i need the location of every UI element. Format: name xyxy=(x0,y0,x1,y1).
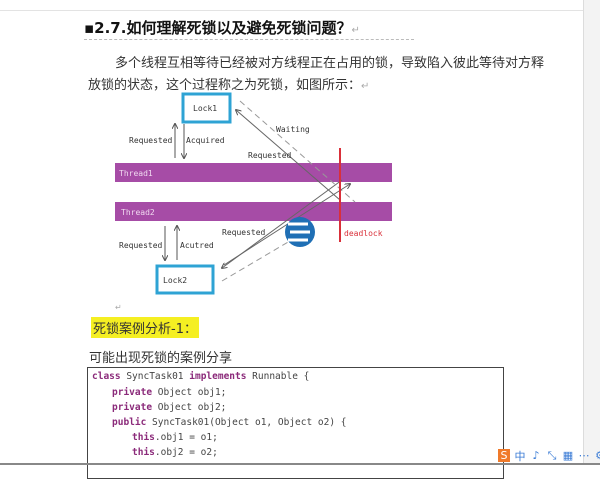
ime-more-icon[interactable]: ⋯ xyxy=(578,449,590,462)
lock2-acquired-label: Acutred xyxy=(180,241,214,250)
waiting-label: Waiting xyxy=(276,125,310,134)
requested-lock2-arrow xyxy=(222,179,343,268)
lock2-requested-label: Requested xyxy=(119,241,163,250)
paragraph-line-1: 多个线程互相等待已经被对方线程正在占用的锁，导致陷入彼此等待对方释 xyxy=(115,56,545,71)
code-line: this.obj2 = o2; xyxy=(132,447,218,458)
page-top-edge xyxy=(0,10,583,11)
lock2-label: Lock2 xyxy=(163,276,187,285)
code-line: public SyncTask01(Object o1, Object o2) … xyxy=(112,417,347,428)
heading-divider xyxy=(84,39,414,40)
heading-text: 2.7.如何理解死锁以及避免死锁问题？ xyxy=(94,19,352,37)
subtitle: 可能出现死锁的案例分享 xyxy=(89,351,233,366)
ime-keyboard-icon[interactable]: ▦ xyxy=(562,449,574,462)
requested-cross-label-1: Requested xyxy=(248,151,292,160)
ime-settings-icon[interactable]: ⚙ xyxy=(594,449,600,462)
thread2-label: Thread2 xyxy=(121,208,155,217)
scrollbar[interactable] xyxy=(583,0,600,465)
lock1-acquired-label: Acquired xyxy=(186,136,225,145)
section-label-highlight: 死锁案例分析-1： xyxy=(91,317,199,338)
code-line: private Object obj2; xyxy=(112,402,227,413)
lock1-requested-label: Requested xyxy=(129,136,173,145)
lock2-box xyxy=(155,264,215,295)
waiting-dashed-line xyxy=(239,100,356,203)
thread2-bar xyxy=(115,202,392,221)
deadlock-diagram: Lock1 Lock2 Thread1 Thread2 Requested Ac… xyxy=(115,92,392,310)
thread1-label: Thread1 xyxy=(119,169,153,178)
section-heading: ▪2.7.如何理解死锁以及避免死锁问题？↵ xyxy=(84,19,360,37)
ime-toolbar[interactable]: S 中 ♪ ⤡ ▦ ⋯ ⚙ xyxy=(498,448,600,463)
lock1-box xyxy=(181,92,232,124)
waiting-dashed-line-2 xyxy=(221,234,301,282)
code-line: this.obj1 = o1; xyxy=(132,432,218,443)
ime-logo-icon[interactable]: S xyxy=(498,449,510,462)
code-line: class SyncTask01 implements Runnable { xyxy=(92,371,310,382)
paragraph-line-2-text: 放锁的状态，这个过程称之为死锁，如图所示： xyxy=(88,78,362,93)
ime-chinese-mode-icon[interactable]: 中 xyxy=(514,449,526,463)
thread1-bar xyxy=(115,163,392,182)
requested-cross-label-2: Requested xyxy=(222,228,266,237)
ime-emoji-icon[interactable]: ⤡ xyxy=(547,448,557,462)
paragraph-mark: ↵ xyxy=(115,303,122,310)
deadlock-label: deadlock xyxy=(344,229,383,238)
ime-punctuation-icon[interactable]: ♪ xyxy=(532,449,540,462)
lock1-label: Lock1 xyxy=(193,104,217,113)
code-line: private Object obj1; xyxy=(112,387,227,398)
watermark-logo-icon xyxy=(285,217,315,247)
window-bottom-border xyxy=(0,463,600,465)
paragraph-line-2: 放锁的状态，这个过程称之为死锁，如图所示：↵ xyxy=(88,78,370,93)
thread2-requested-lock1-arrow xyxy=(236,110,341,201)
